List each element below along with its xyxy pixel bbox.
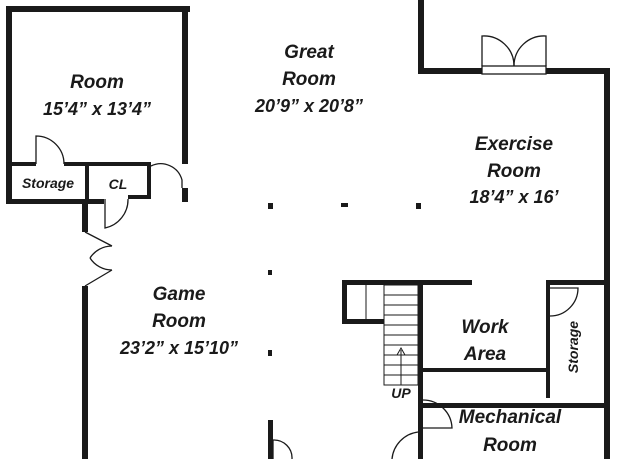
door-closet-swing xyxy=(104,198,129,229)
exercise-room-size: 18’4” x 16’ xyxy=(469,187,559,207)
french-doors xyxy=(481,35,547,75)
wall-storage-bottom xyxy=(6,199,104,204)
door-bottom-left-swing xyxy=(272,439,293,459)
wall-mech-top xyxy=(418,403,610,408)
wall-storage-right-west xyxy=(546,280,550,398)
room-top-left-size: 15’4” x 13’4” xyxy=(43,99,151,119)
wall-bottom-stub xyxy=(268,420,273,459)
wall-stair-top xyxy=(342,280,472,285)
wall-room-right xyxy=(182,6,188,164)
wall-room-top xyxy=(6,6,190,12)
great-room-name-2: Room xyxy=(282,69,336,90)
stairs-up-label: UP xyxy=(391,385,411,401)
wall-exercise-top-a xyxy=(418,68,482,74)
great-room-name-1: Great xyxy=(284,42,334,63)
closet-label: CL xyxy=(109,176,128,192)
wall-cl-bottom xyxy=(128,195,151,199)
door-room-swing xyxy=(35,135,65,165)
posts xyxy=(268,203,421,356)
wall-storage-cl-divider xyxy=(85,162,89,204)
game-room-name-2: Room xyxy=(152,311,206,332)
wall-east xyxy=(604,68,610,459)
mechanical-room-name-1: Mechanical xyxy=(459,407,562,428)
exercise-room-name-1: Exercise xyxy=(475,134,554,155)
post xyxy=(341,203,348,207)
storage-left-label: Storage xyxy=(22,175,74,191)
wall-stair-left xyxy=(342,280,347,324)
game-room-name-1: Game xyxy=(153,284,206,305)
doors xyxy=(35,35,579,459)
post xyxy=(268,350,272,356)
post xyxy=(268,203,273,209)
door-mechanical-swing xyxy=(422,399,453,429)
stairs xyxy=(365,284,419,386)
door-room-side-swing xyxy=(150,163,183,188)
wall-room-bottom-a xyxy=(6,162,36,166)
labels: Room 15’4” x 13’4” Great Room 20’9” x 20… xyxy=(22,42,581,456)
wall-room-bottom-b xyxy=(64,162,151,166)
wall-room-right-stub xyxy=(182,188,188,202)
wall-exercise-top-b xyxy=(546,68,610,74)
wall-work-bottom xyxy=(418,368,550,372)
wall-storage-right-top xyxy=(546,280,610,285)
storage-right-label: Storage xyxy=(565,321,581,373)
wall-game-west-b xyxy=(82,286,88,459)
wall-room-left xyxy=(6,6,12,204)
wall-exercise-west xyxy=(418,0,424,74)
walls xyxy=(6,0,610,459)
work-area-name-2: Area xyxy=(463,344,507,365)
wall-cl-right xyxy=(147,162,151,198)
wall-game-west-a xyxy=(82,199,88,232)
mechanical-room-name-2: Room xyxy=(483,435,537,456)
exercise-room-name-2: Room xyxy=(487,161,541,182)
great-room-size: 20’9” x 20’8” xyxy=(254,96,363,116)
door-game-west-swing xyxy=(84,231,113,287)
post xyxy=(268,270,272,275)
door-storage-right-swing xyxy=(549,287,579,317)
door-bottom-swing xyxy=(391,431,419,459)
wall-stair-inner xyxy=(342,319,384,324)
work-area-name-1: Work xyxy=(461,317,510,338)
room-top-left-name: Room xyxy=(70,72,124,93)
post xyxy=(416,203,421,209)
game-room-size: 23’2” x 15’10” xyxy=(119,338,238,358)
